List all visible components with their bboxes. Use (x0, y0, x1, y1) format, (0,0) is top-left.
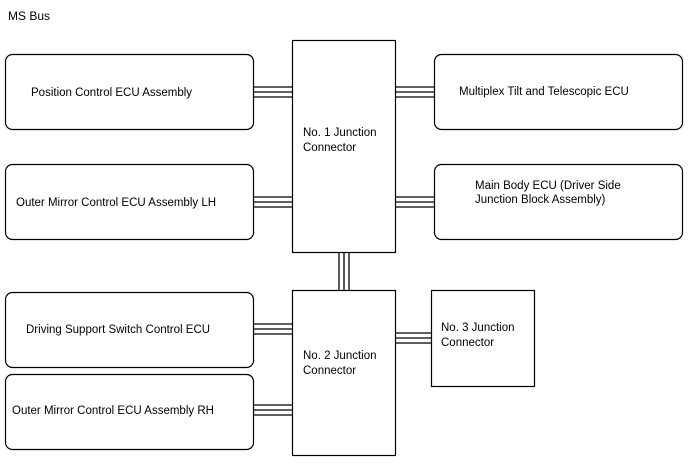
junction-connector-2: No. 2 Junction Connector (291, 289, 397, 457)
ecu-outer-mirror-lh-label: Outer Mirror Control ECU Assembly LH (16, 197, 216, 209)
junction-3-label-line1: No. 3 Junction (441, 322, 515, 334)
ecu-main-body-label-line2: Junction Block Assembly) (475, 194, 606, 206)
junction-connector-3: No. 3 Junction Connector (430, 289, 536, 388)
wire-multiplex-tilt (396, 86, 434, 98)
junction-1-label-line2: Connector (303, 142, 356, 154)
ecu-multiplex-tilt-label: Multiplex Tilt and Telescopic ECU (459, 86, 629, 98)
ecu-driving-support: Driving Support Switch Control ECU (4, 291, 255, 369)
ecu-multiplex-tilt: Multiplex Tilt and Telescopic ECU (433, 53, 684, 131)
ecu-driving-support-label: Driving Support Switch Control ECU (26, 324, 210, 336)
junction-2-label-line2: Connector (303, 365, 356, 377)
junction-1-label-line1: No. 1 Junction (303, 127, 377, 139)
diagram-title: MS Bus (8, 9, 50, 23)
ecu-position-control-label: Position Control ECU Assembly (31, 87, 192, 99)
wire-main-body (396, 196, 434, 208)
wire-junction-1-2 (338, 253, 350, 290)
ecu-outer-mirror-lh: Outer Mirror Control ECU Assembly LH (4, 163, 255, 241)
junction-2-label-line1: No. 2 Junction (303, 350, 377, 362)
ecu-position-control: Position Control ECU Assembly (4, 53, 255, 131)
wire-outer-mirror-lh (253, 196, 292, 208)
junction-3-label-line2: Connector (441, 337, 494, 349)
ecu-outer-mirror-rh: Outer Mirror Control ECU Assembly RH (4, 373, 255, 451)
wire-position-control (253, 86, 292, 98)
ecu-main-body-label-line1: Main Body ECU (Driver Side (475, 180, 621, 192)
wire-driving-support (253, 323, 292, 335)
ecu-outer-mirror-rh-label: Outer Mirror Control ECU Assembly RH (12, 405, 214, 417)
junction-connector-1: No. 1 Junction Connector (291, 39, 397, 254)
ecu-main-body: Main Body ECU (Driver Side Junction Bloc… (433, 163, 684, 241)
wire-outer-mirror-rh (253, 404, 292, 416)
bus-wires (253, 86, 434, 416)
wire-junction-2-3 (396, 332, 431, 344)
